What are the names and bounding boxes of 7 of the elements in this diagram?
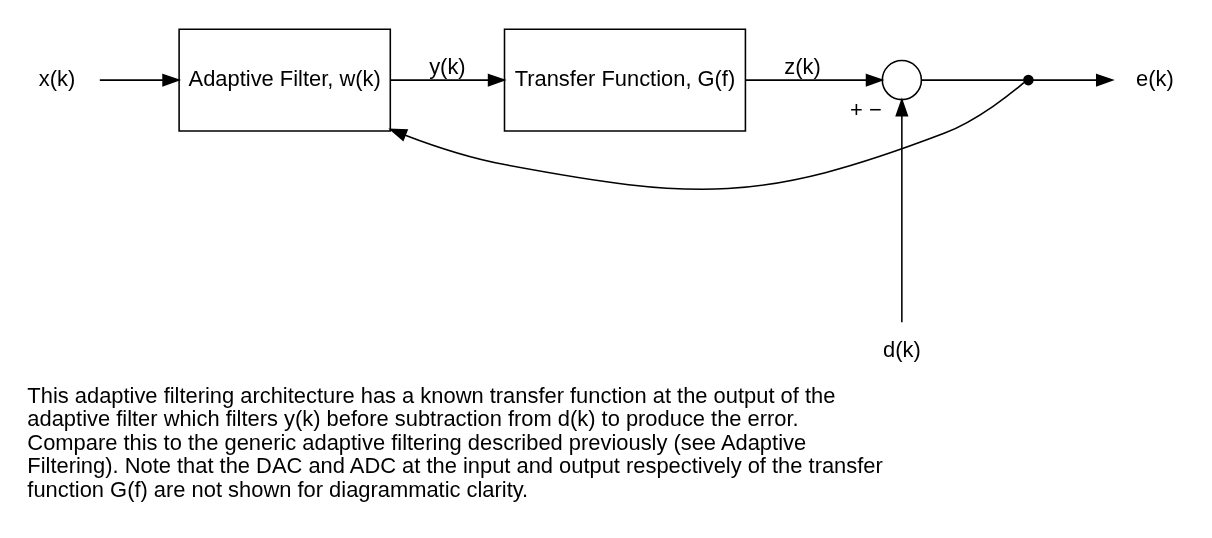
node-text: x(k)	[38, 65, 76, 91]
node-label: + −	[850, 97, 882, 123]
edge-label: z(k)	[784, 54, 821, 80]
node-text: d(k)	[883, 336, 921, 362]
edge-label: y(k)	[429, 54, 466, 80]
node-text: e(k)	[1136, 65, 1174, 91]
caption: This adaptive filtering architecture has a known transfer function at the output of the adaptive filter which filters y(k) before subtraction from d(k) to produce the error. Compare this to the generic adaptive filtering described previously (see Adaptive Filtering). Note that the DAC and ADC at the input and output respectively of the transfer function G(f) are not shown for diagrammatic clarity.	[27, 382, 883, 502]
